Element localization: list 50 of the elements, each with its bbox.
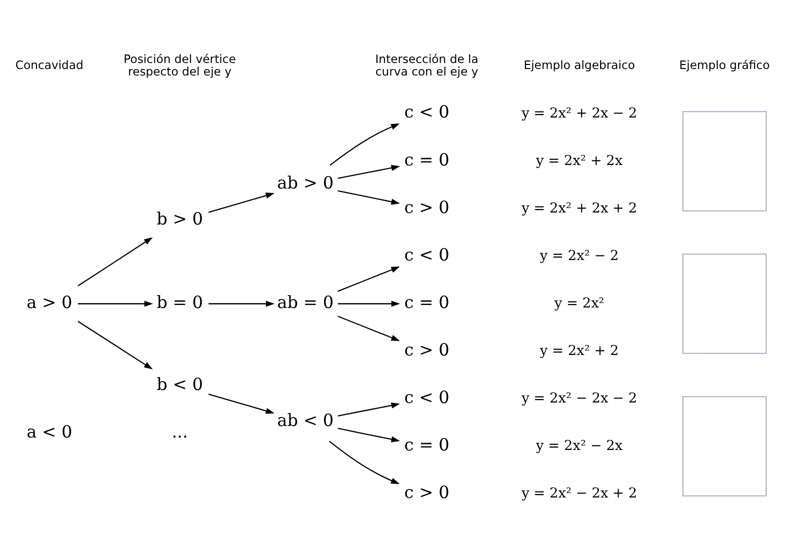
label: y = 2x² − 2x − 2 (522, 390, 638, 406)
node-box (682, 254, 767, 354)
label: y = 2x² − 2x (536, 438, 623, 454)
node-text: c = 0 (404, 434, 450, 454)
arrow (328, 440, 400, 484)
arrow (78, 237, 153, 286)
label: y = 2x² (554, 295, 604, 312)
arrow (78, 300, 154, 307)
label: Concavidad (15, 58, 84, 72)
arrow (338, 190, 400, 205)
node-text: c = 0 (404, 149, 450, 170)
node-text: c = 0 (404, 292, 450, 312)
arrow (338, 402, 400, 416)
node-text: a > 0 (26, 292, 72, 312)
node-text: ab < 0 (277, 410, 334, 430)
label: Ejemplo algebraico (524, 58, 635, 72)
node-text: b > 0 (156, 208, 203, 228)
node-text: c > 0 (404, 196, 450, 217)
arrow (338, 428, 400, 442)
label: y = 2x² − 2 (540, 248, 619, 264)
arrow (78, 320, 153, 370)
label: y = 2x² + 2 (540, 342, 619, 359)
node-text: c > 0 (404, 482, 450, 502)
node-text: ab > 0 (277, 172, 334, 192)
arrow (338, 316, 400, 341)
node-text: b < 0 (156, 374, 203, 394)
node-box (682, 396, 767, 496)
label: Ejemplo gráfico (679, 58, 770, 72)
label: a < 0 (26, 422, 72, 442)
arrow (330, 123, 400, 166)
arrow (338, 300, 400, 307)
arrow (208, 192, 274, 213)
label: y = 2x² + 2x (536, 152, 623, 169)
label: Posición del vértice respecto del eje y (124, 52, 236, 79)
node-text: c < 0 (404, 386, 450, 407)
arrow (208, 394, 274, 414)
node-text: ab = 0 (277, 292, 334, 312)
node-text: c < 0 (404, 244, 450, 264)
node-text: c < 0 (404, 102, 450, 122)
label: Intersección de la curva con el eje y (375, 52, 478, 79)
arrow (338, 266, 400, 292)
node-text: b = 0 (156, 292, 203, 312)
label: y = 2x² − 2x + 2 (522, 485, 638, 502)
node-text: c > 0 (404, 339, 450, 360)
arrow (338, 164, 400, 179)
node-box (682, 111, 767, 212)
label: y = 2x² + 2x + 2 (522, 200, 638, 216)
arrow (208, 300, 275, 307)
label: y = 2x² + 2x − 2 (522, 105, 638, 122)
label: ... (172, 422, 188, 442)
